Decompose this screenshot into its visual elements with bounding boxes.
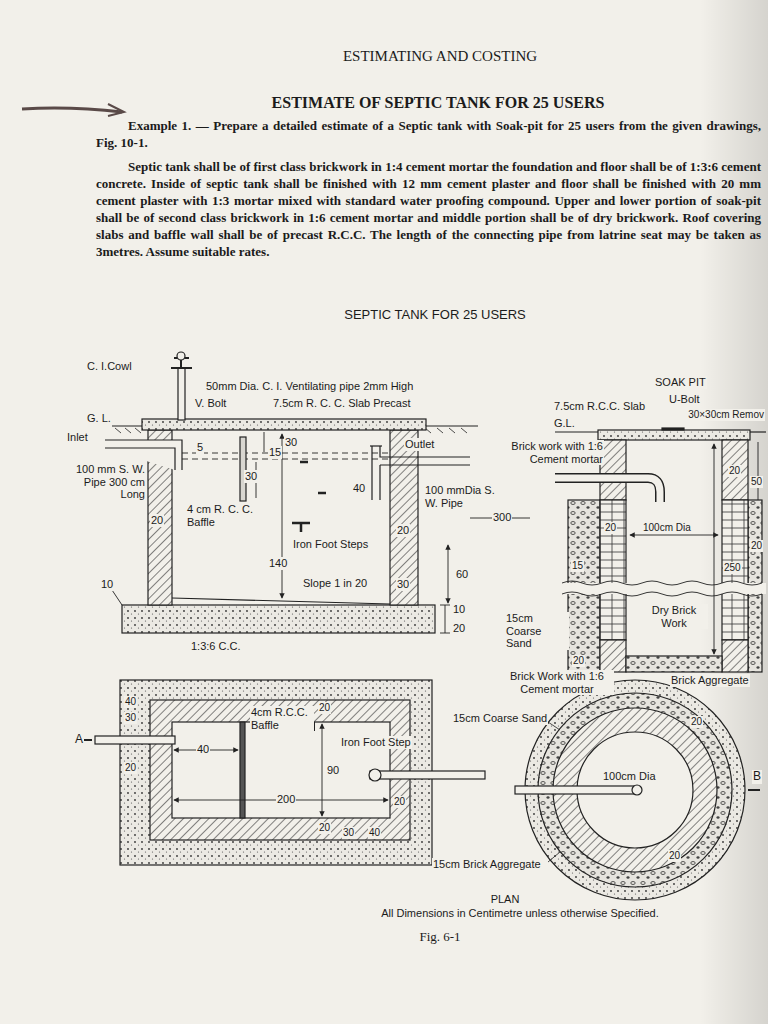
dimension-number: 15	[571, 560, 584, 572]
part-label: Outlet	[404, 438, 435, 451]
paragraph: Septic tank shall be of first class bric…	[95, 158, 762, 260]
dimension-number: 90	[326, 764, 340, 777]
dimension-number: 30	[284, 436, 298, 449]
dimension-number: 30	[396, 578, 410, 591]
dimension-number: 50	[750, 476, 763, 488]
dimension-number: 30	[342, 827, 355, 839]
dimension-number: 40	[352, 482, 366, 495]
part-label: U-Bolt	[668, 393, 701, 406]
part-label: 1:3:6 C.C.	[190, 640, 242, 653]
dimension-number: 15	[268, 446, 282, 459]
part-label: 7.5cm R.C.C. Slab	[553, 400, 646, 413]
dimension-number: 10	[100, 578, 114, 591]
part-label: Iron Foot Step	[340, 736, 412, 749]
part-label: 15cm Coarse Sand	[505, 612, 569, 650]
part-label: 50mm Dia. C. I. Ventilating pipe 2mm Hig…	[205, 380, 414, 393]
dimension-number: 20	[124, 762, 137, 774]
part-label: 15cm Brick Aggregate	[432, 858, 542, 871]
part-label: G. L.	[86, 412, 112, 425]
section-mark: B	[752, 770, 762, 784]
part-label: 15cm Coarse Sand	[452, 712, 548, 725]
dimension-number: 20	[690, 716, 703, 728]
part-label: 100 mmDia S. W. Pipe	[424, 484, 496, 509]
figure-heading: SEPTIC TANK FOR 25 USERS	[343, 308, 527, 323]
section-mark: A	[74, 733, 84, 747]
figure-caption: Fig. 6-1	[418, 930, 461, 945]
dimension-number: 20	[150, 514, 164, 527]
dimension-number: 20	[604, 522, 617, 534]
part-label: Dry Brick Work	[640, 604, 708, 629]
dimension-number: 20	[572, 655, 585, 667]
part-label: 100cm Dia	[642, 522, 692, 534]
dimension-number: 30	[244, 470, 258, 483]
dimension-number: 300	[492, 511, 512, 524]
note: All Dimensions in Centimetre unless othe…	[380, 907, 660, 920]
dimension-number: 20	[393, 796, 406, 808]
dimension-number: 140	[268, 557, 288, 570]
part-label: G.L.	[553, 417, 576, 430]
part-label: V. Bolt	[194, 397, 227, 410]
dimension-number: 20	[318, 822, 331, 834]
part-label: Brick work with 1:6 Cement mortar	[492, 440, 604, 465]
dimension-number: 40	[196, 743, 210, 756]
dimension-number: 20	[452, 622, 466, 635]
dimension-number: 30	[124, 712, 137, 724]
part-label: 4 cm R. C. C. Baffle	[186, 503, 260, 528]
view-title: PLAN	[490, 893, 521, 906]
part-label: Slope 1 in 20	[302, 577, 368, 590]
running-header: ESTIMATING AND COSTING	[342, 48, 538, 65]
part-label: 30×30cm Remov	[687, 409, 765, 421]
figure-heading: SOAK PIT	[654, 376, 707, 389]
dimension-number: 200	[276, 793, 296, 806]
part-label: Brick Work with 1:6 Cement mortar	[500, 670, 614, 695]
dimension-number: 20	[728, 465, 741, 477]
dimension-number: 20	[396, 524, 410, 537]
part-label: 4cm R.C.C. Baffle	[250, 706, 314, 731]
part-label: 100cm Dia	[602, 770, 657, 783]
page-title: ESTIMATE OF SEPTIC TANK FOR 25 USERS	[271, 94, 606, 112]
part-label: 100 mm S. W. Pipe 300 cm Long	[62, 463, 146, 501]
part-label: 7.5cm R. C. C. Slab Precast	[272, 397, 412, 410]
part-label: C. I.Cowl	[86, 360, 133, 373]
part-label: Brick Aggregate	[670, 674, 750, 687]
dimension-number: 20	[750, 540, 763, 552]
paragraph: Example 1. — Prepare a detailed estimate…	[95, 117, 762, 151]
dimension-number: 60	[455, 568, 469, 581]
dimension-number: 250	[723, 562, 742, 574]
dimension-number: 40	[368, 827, 381, 839]
part-label: Inlet	[66, 431, 89, 444]
dimension-number: 10	[452, 603, 466, 616]
dimension-number: 20	[318, 702, 331, 714]
dimension-number: 5	[196, 441, 204, 454]
part-label: Iron Foot Steps	[292, 538, 369, 551]
dimension-number: 20	[668, 850, 681, 862]
dimension-number: 40	[124, 696, 137, 708]
